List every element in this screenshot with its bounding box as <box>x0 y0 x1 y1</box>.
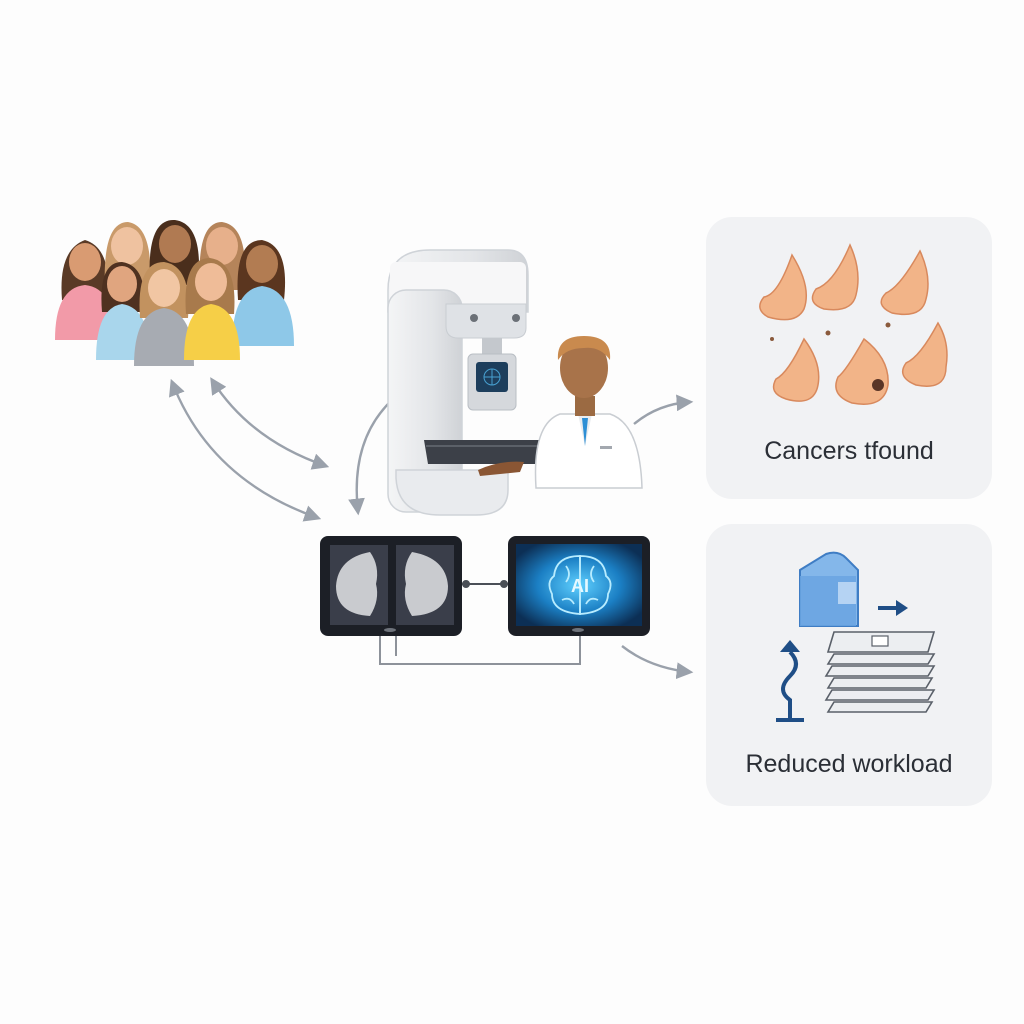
document-stack-icon <box>776 551 936 722</box>
flow-arrows <box>169 377 694 680</box>
ai-brain-monitor-icon: AI <box>508 536 650 636</box>
ai-label: AI <box>571 576 589 596</box>
group-of-women-icon <box>55 219 294 366</box>
cancers-found-panel: Cancers tfound <box>706 217 992 499</box>
mammogram-monitor-icon <box>320 536 462 636</box>
monitor-cables <box>379 580 581 665</box>
radiologist-icon <box>478 336 643 489</box>
breast-tissue-icon <box>759 243 948 405</box>
mammography-machine-icon <box>387 249 540 516</box>
reduced-workload-label: Reduced workload <box>745 750 953 778</box>
cancers-found-label: Cancers tfound <box>764 437 934 465</box>
reduced-workload-panel: Reduced workload <box>706 524 992 806</box>
